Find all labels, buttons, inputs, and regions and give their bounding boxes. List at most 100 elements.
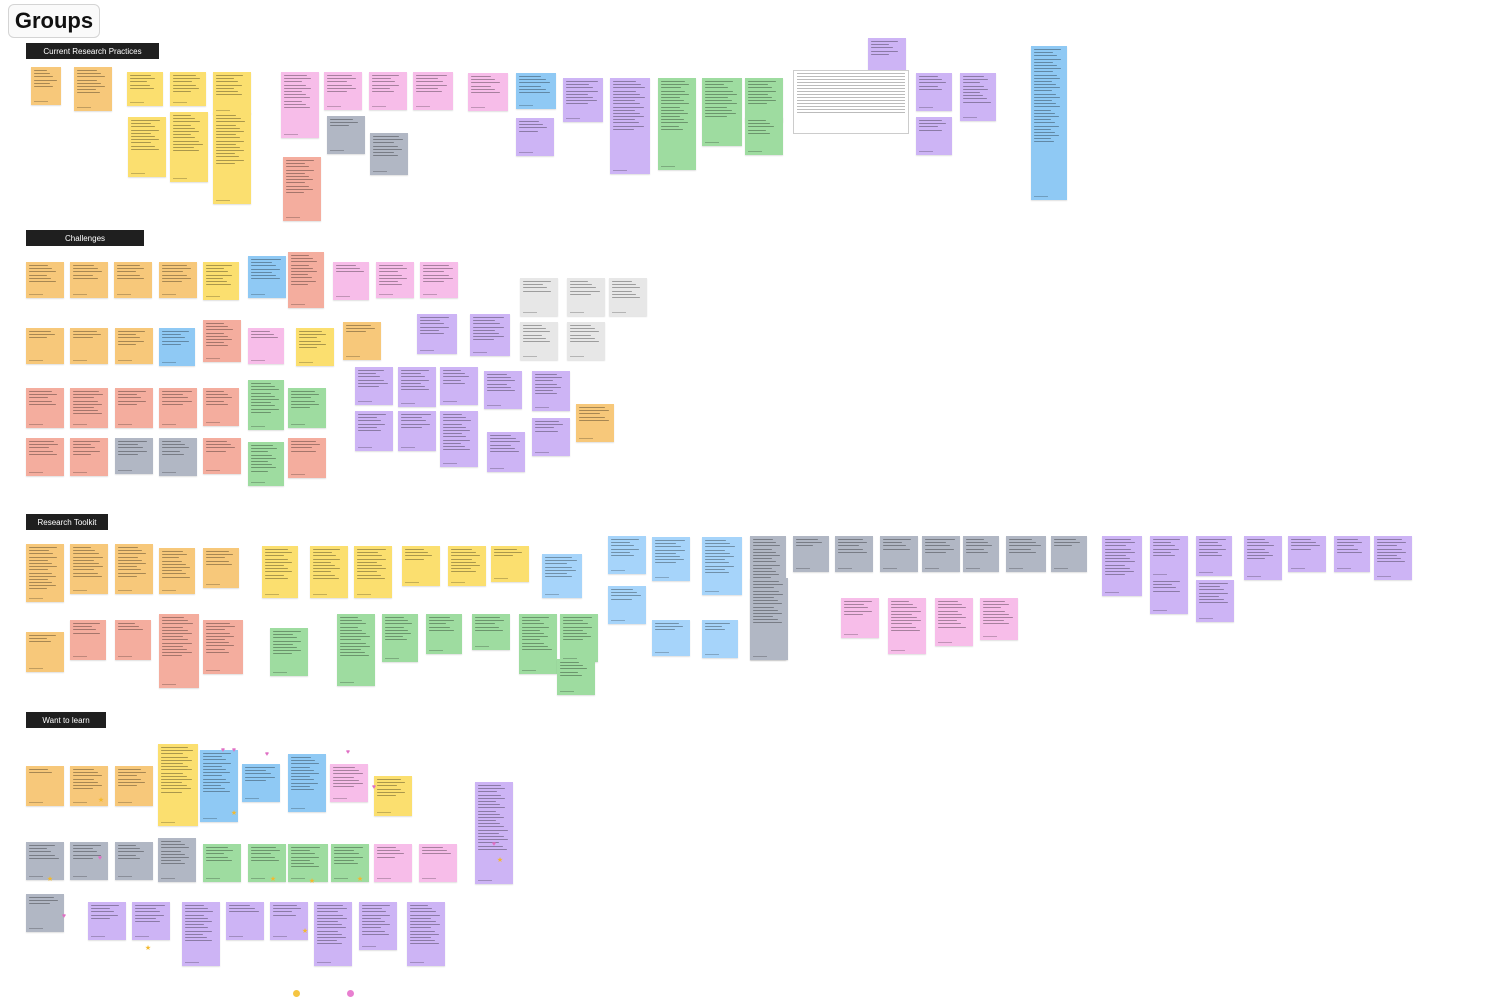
sticky-note[interactable] [841, 598, 879, 638]
sticky-note[interactable] [520, 278, 558, 316]
sticky-note[interactable] [354, 546, 392, 598]
sticky-note[interactable] [262, 546, 298, 598]
sticky-note[interactable] [468, 73, 508, 111]
sticky-note[interactable] [355, 367, 393, 405]
sticky-note[interactable] [288, 438, 326, 478]
sticky-note[interactable] [26, 632, 64, 672]
sticky-note[interactable] [127, 72, 163, 106]
sticky-note[interactable] [576, 404, 614, 442]
sticky-note[interactable] [203, 438, 241, 474]
sticky-note[interactable] [374, 776, 412, 816]
sticky-note[interactable] [745, 78, 783, 122]
sticky-note[interactable] [470, 314, 510, 356]
sticky-note[interactable] [702, 620, 738, 658]
sticky-note[interactable] [26, 544, 64, 602]
star-sticker-icon[interactable]: ★ [97, 797, 105, 804]
sticky-note[interactable] [288, 844, 328, 882]
sticky-note[interactable] [182, 902, 220, 966]
sticky-note[interactable] [419, 844, 457, 882]
sticky-note[interactable] [333, 262, 369, 300]
sticky-note[interactable] [745, 117, 783, 155]
star-sticker-icon[interactable]: ★ [46, 876, 54, 883]
sticky-note[interactable] [516, 118, 554, 156]
sticky-note[interactable] [203, 620, 243, 674]
sticky-note[interactable] [26, 894, 64, 932]
sticky-note[interactable] [472, 614, 510, 650]
sticky-note[interactable] [26, 766, 64, 806]
sticky-note[interactable] [888, 598, 926, 654]
sticky-note[interactable] [413, 72, 453, 110]
sticky-note[interactable] [532, 418, 570, 456]
sticky-note[interactable] [159, 614, 199, 688]
sticky-note[interactable] [26, 438, 64, 476]
sticky-note[interactable] [702, 78, 742, 146]
sticky-note[interactable] [70, 544, 108, 594]
sticky-note[interactable] [980, 598, 1018, 640]
star-sticker-icon[interactable]: ★ [144, 945, 152, 952]
sticky-note[interactable] [935, 598, 973, 646]
sticky-note[interactable] [330, 764, 368, 802]
sticky-note[interactable] [475, 782, 513, 884]
sticky-note[interactable] [213, 72, 251, 114]
sticky-note[interactable] [532, 371, 570, 411]
sticky-note[interactable] [343, 322, 381, 360]
sticky-note[interactable] [70, 388, 108, 428]
sticky-note[interactable] [567, 278, 605, 316]
sticky-note[interactable] [563, 78, 603, 122]
heart-sticker-icon[interactable]: ♥ [97, 855, 103, 862]
heart-sticker-icon[interactable]: ♥ [264, 751, 270, 758]
sticky-note[interactable] [337, 614, 375, 686]
sticky-note[interactable] [376, 262, 414, 298]
sticky-note[interactable] [203, 844, 241, 882]
sticky-note[interactable] [880, 536, 918, 572]
heart-sticker-icon[interactable]: ♥ [231, 747, 237, 754]
sticky-note[interactable] [70, 766, 108, 806]
sticky-note[interactable] [115, 842, 153, 880]
sticky-note[interactable] [281, 72, 319, 138]
sticky-note[interactable] [288, 252, 324, 308]
sticky-note[interactable] [426, 614, 462, 654]
sticky-note[interactable] [26, 842, 64, 880]
sticky-note[interactable] [159, 262, 197, 298]
sticky-note[interactable] [115, 388, 153, 428]
sticky-note[interactable] [491, 546, 529, 582]
sticky-note[interactable] [70, 262, 108, 298]
sticky-note[interactable] [560, 614, 598, 662]
sticky-note[interactable] [835, 536, 873, 572]
sticky-note[interactable] [922, 536, 960, 572]
sticky-note[interactable] [487, 432, 525, 472]
sticky-note[interactable] [610, 78, 650, 174]
sticky-note[interactable] [70, 620, 106, 660]
star-sticker-icon[interactable]: ★ [269, 876, 277, 883]
heart-sticker-icon[interactable]: ♥ [220, 747, 226, 754]
sticky-note[interactable] [516, 73, 556, 109]
sticky-note[interactable] [26, 262, 64, 298]
star-sticker-icon[interactable]: ★ [301, 928, 309, 935]
sticky-note[interactable] [170, 72, 206, 106]
sticky-note[interactable] [1102, 536, 1142, 596]
sticky-note[interactable] [702, 537, 742, 595]
sticky-note[interactable] [331, 844, 369, 882]
sticky-note[interactable] [1288, 536, 1326, 572]
sticky-note[interactable] [417, 314, 457, 354]
sticky-note[interactable] [608, 536, 646, 574]
sticky-note[interactable] [324, 72, 362, 110]
sticky-note[interactable] [359, 902, 397, 950]
sticky-note[interactable] [213, 112, 251, 204]
sticky-note[interactable] [542, 554, 582, 598]
sticky-note[interactable] [658, 78, 696, 170]
sticky-note[interactable] [115, 620, 151, 660]
sticky-note[interactable] [1196, 536, 1232, 576]
sticky-note[interactable] [1051, 536, 1087, 572]
sticky-note[interactable] [370, 133, 408, 175]
sticky-note[interactable] [398, 367, 436, 407]
sticky-note[interactable] [270, 902, 308, 940]
sticky-note[interactable] [327, 116, 365, 154]
sticky-note[interactable] [1244, 536, 1282, 580]
sticky-note[interactable] [248, 328, 284, 364]
sticky-note[interactable] [407, 902, 445, 966]
sticky-note[interactable] [26, 388, 64, 428]
sticky-note[interactable] [1334, 536, 1370, 572]
star-sticker-icon[interactable]: ★ [230, 810, 238, 817]
